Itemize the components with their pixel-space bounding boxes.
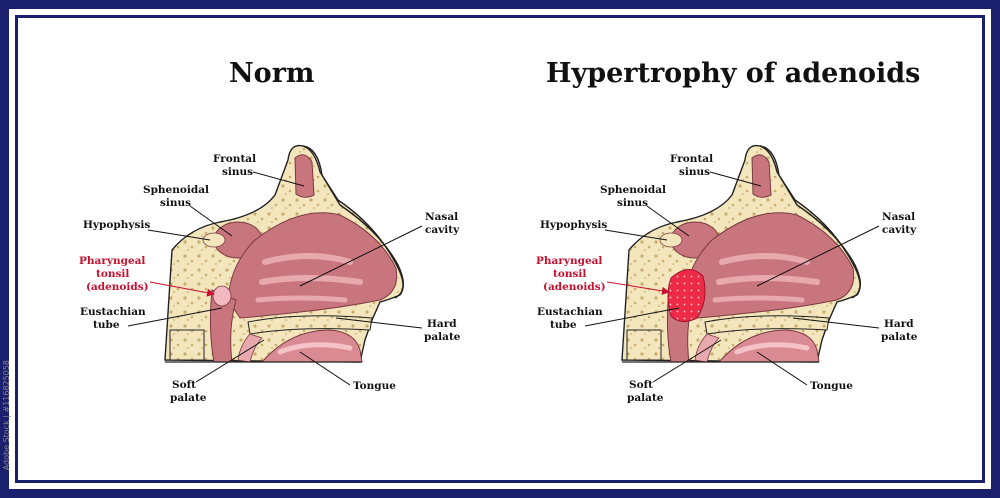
hyper-label-sphenoidal-1: Sphenoidal — [600, 184, 666, 196]
norm-leader-hypophysis — [147, 229, 211, 241]
hyper-leader-eustachian — [584, 307, 680, 327]
norm-label-hard-palate-1: Hard — [427, 318, 457, 330]
hyper-label-frontal-sinus-2: sinus — [679, 166, 710, 178]
norm-leader-eustachian — [127, 307, 223, 327]
title-norm: Norm — [229, 58, 315, 89]
norm-label-frontal-sinus-1: Frontal — [213, 153, 256, 165]
hyper-label-hypophysis: Hypophysis — [540, 219, 607, 231]
norm-leader-hard-palate — [335, 317, 423, 329]
hyper-label-frontal-sinus-1: Frontal — [670, 153, 713, 165]
hyper-leader-nasal — [756, 225, 880, 287]
inner-frame — [15, 15, 985, 483]
norm-label-tongue: Tongue — [353, 380, 396, 392]
norm-label-tonsil-2: tonsil — [96, 268, 129, 280]
norm-label-hypophysis: Hypophysis — [83, 219, 150, 231]
norm-label-eustachian-2: tube — [93, 319, 120, 331]
norm-label-soft-palate-2: palate — [170, 392, 207, 404]
hyper-label-nasal-1: Nasal — [882, 211, 915, 223]
title-hypertrophy: Hypertrophy of adenoids — [546, 58, 921, 89]
hyper-leader-hard-palate — [792, 317, 880, 329]
hyper-label-hard-palate-2: palate — [881, 331, 918, 343]
hyper-adenoid-enlarged — [667, 269, 706, 322]
hyper-leader-hypophysis — [604, 229, 668, 241]
hyper-label-soft-palate-1: Soft — [629, 379, 653, 391]
norm-label-tonsil-1: Pharyngeal — [79, 255, 145, 267]
hyper-leader-frontal — [709, 171, 762, 187]
norm-head-illustration — [165, 146, 403, 362]
norm-diagram: Frontal sinus Sphenoidal sinus Hypophysi… — [79, 146, 461, 404]
norm-leader-frontal — [252, 171, 305, 187]
norm-leader-tongue — [299, 351, 351, 386]
norm-label-nasal-2: cavity — [425, 224, 460, 236]
norm-label-hard-palate-2: palate — [424, 331, 461, 343]
hypertrophy-diagram: Frontal sinus Sphenoidal sinus Hypophysi… — [536, 146, 918, 404]
hyper-label-eustachian-2: tube — [550, 319, 577, 331]
hyper-label-tongue: Tongue — [810, 380, 853, 392]
norm-label-nasal-1: Nasal — [425, 211, 458, 223]
norm-label-eustachian-1: Eustachian — [80, 306, 146, 318]
norm-label-sphenoidal-1: Sphenoidal — [143, 184, 209, 196]
norm-leader-nasal — [299, 225, 423, 287]
hyper-label-hard-palate-1: Hard — [884, 318, 914, 330]
norm-adenoid — [212, 285, 232, 307]
norm-label-tonsil-3: (adenoids) — [86, 281, 149, 293]
hyper-label-eustachian-1: Eustachian — [537, 306, 603, 318]
norm-label-frontal-sinus-2: sinus — [222, 166, 253, 178]
hyper-leader-tongue — [756, 351, 808, 386]
hyper-label-tonsil-3: (adenoids) — [543, 281, 606, 293]
hyper-leader-sphenoidal — [646, 205, 690, 237]
norm-leader-sphenoidal — [189, 205, 233, 237]
hyper-label-nasal-2: cavity — [882, 224, 917, 236]
hyper-label-soft-palate-2: palate — [627, 392, 664, 404]
hyper-leader-soft-palate — [652, 339, 722, 383]
norm-leader-soft-palate — [195, 339, 265, 383]
norm-label-soft-palate-1: Soft — [172, 379, 196, 391]
hyper-arrow-tonsil — [606, 281, 670, 295]
hyper-head-illustration — [622, 146, 860, 362]
hyper-label-tonsil-2: tonsil — [553, 268, 586, 280]
hyper-label-sphenoidal-2: sinus — [617, 197, 648, 209]
norm-label-sphenoidal-2: sinus — [160, 197, 191, 209]
hyper-label-tonsil-1: Pharyngeal — [536, 255, 602, 267]
norm-arrow-tonsil — [149, 281, 215, 297]
